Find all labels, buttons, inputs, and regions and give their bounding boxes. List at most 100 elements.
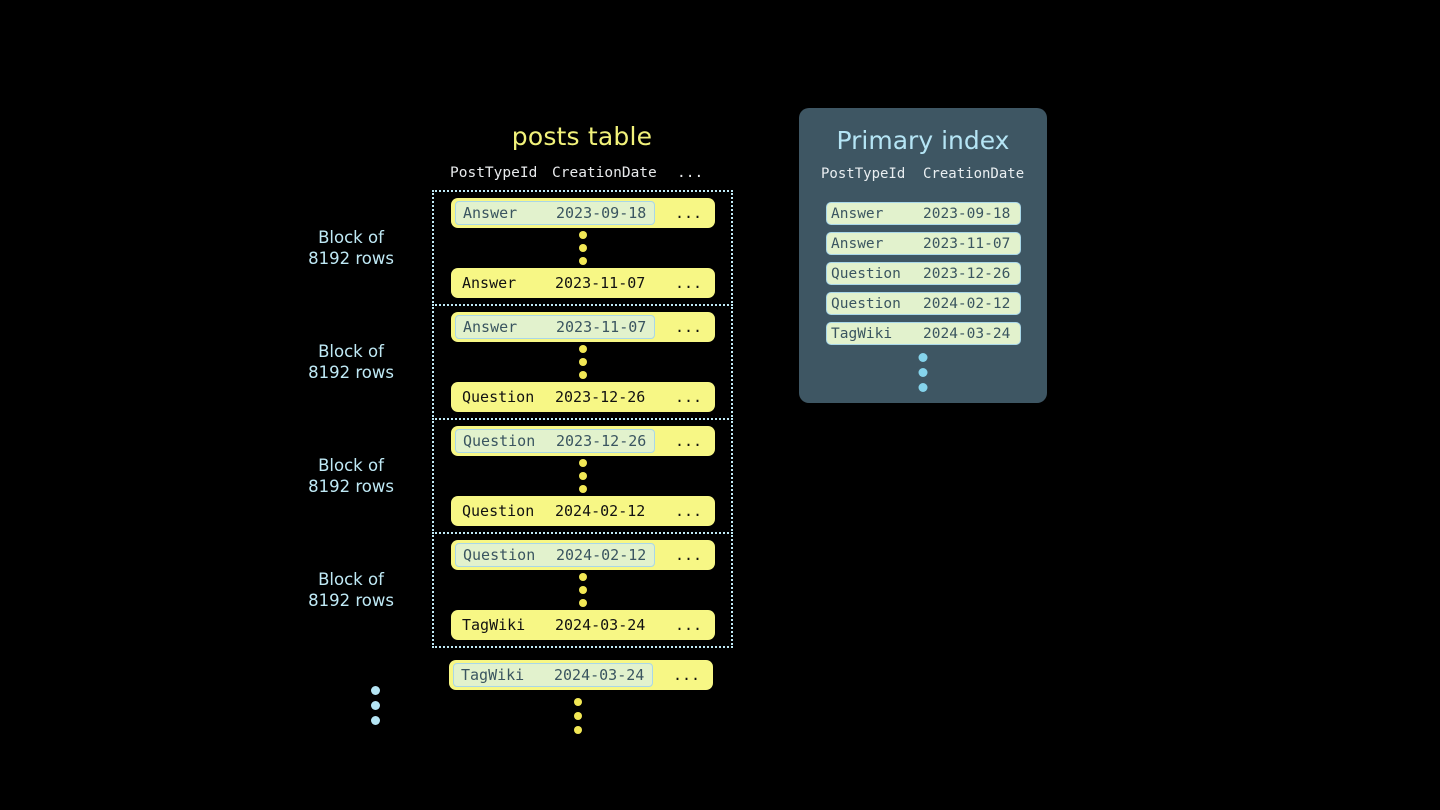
cell-ellipsis: ... [675,546,703,564]
trailing-row-wrapper: TagWiki 2024-03-24 ... [432,660,733,694]
table-row[interactable]: TagWiki 2024-03-24 ... [451,610,715,640]
dot-icon [918,368,928,377]
posts-table-section: posts table PostTypeId CreationDate ... … [308,122,733,734]
block-label-line2: 8192 rows [308,477,394,496]
dot-icon [574,726,582,734]
cell-ellipsis: ... [675,318,703,336]
dot-icon [371,701,380,710]
cell-posttypeid: Question [463,432,536,450]
vertical-ellipsis-icon [578,459,587,493]
dot-icon [371,716,380,725]
cell-creationdate: 2024-03-24 [555,616,646,634]
index-continuation-ellipsis-icon [918,353,928,392]
table-row[interactable]: Answer 2023-09-18 ... [451,198,715,228]
row-highlight-box: Question 2024-02-12 [455,499,655,523]
primary-index-rows: Answer 2023-09-18 Answer 2023-11-07 Ques… [826,202,1021,352]
table-row[interactable]: Question 2024-02-12 ... [451,540,715,570]
table-row[interactable]: Answer 2023-11-07 ... [451,312,715,342]
table-row[interactable]: Question 2023-12-26 ... [451,382,715,412]
index-row[interactable]: Question 2024-02-12 [826,292,1021,315]
dot-icon [578,472,587,480]
index-cell-creationdate: 2023-12-26 [923,265,1011,282]
index-row[interactable]: TagWiki 2024-03-24 [826,322,1021,345]
index-cell-posttypeid: Answer [831,235,884,252]
block-1: Block of 8192 rows Answer 2023-11-07 ...… [308,304,733,420]
cell-posttypeid: Answer [463,318,518,336]
cell-creationdate: 2024-02-12 [556,546,647,564]
dot-icon [371,686,380,695]
table-row[interactable]: Question 2024-02-12 ... [451,496,715,526]
cell-ellipsis: ... [675,432,703,450]
dot-icon [578,586,587,594]
index-row[interactable]: Question 2023-12-26 [826,262,1021,285]
cell-creationdate: 2023-11-07 [555,274,646,292]
vertical-ellipsis-icon [578,573,587,607]
table-row[interactable]: Answer 2023-11-07 ... [451,268,715,298]
table-row[interactable]: TagWiki 2024-03-24 ... [449,660,713,690]
table-row[interactable]: Question 2023-12-26 ... [451,426,715,456]
index-column-header-creationdate: CreationDate [923,166,1025,182]
primary-index-column-headers: PostTypeId CreationDate [799,166,1047,188]
cell-posttypeid: Answer [462,274,517,292]
cell-posttypeid: Answer [463,204,518,222]
cell-creationdate: 2023-12-26 [555,388,646,406]
cell-ellipsis: ... [675,274,703,292]
index-column-header-posttypeid: PostTypeId [821,166,906,182]
dot-icon [578,371,587,379]
block-label-0: Block of 8192 rows [276,227,426,269]
dot-icon [578,257,587,265]
block-label-1: Block of 8192 rows [276,341,426,383]
block-label-line1: Block of [318,228,384,247]
blocks-continuation-ellipsis-icon [371,686,380,725]
cell-creationdate: 2023-12-26 [556,432,647,450]
block-label-line1: Block of [318,456,384,475]
index-cell-posttypeid: Answer [831,205,884,222]
cell-posttypeid: TagWiki [461,666,525,684]
primary-index-title: Primary index [836,126,1010,155]
row-highlight-box: Answer 2023-11-07 [455,315,655,339]
index-cell-creationdate: 2024-02-12 [923,295,1011,312]
block-2: Block of 8192 rows Question 2023-12-26 .… [308,418,733,534]
dot-icon [578,244,587,252]
row-highlight-box: TagWiki 2024-03-24 [455,613,655,637]
dot-icon [578,358,587,366]
dot-icon [918,383,928,392]
cell-posttypeid: Question [463,546,536,564]
cell-posttypeid: Question [462,502,535,520]
index-cell-posttypeid: Question [831,295,901,312]
cell-ellipsis: ... [675,204,703,222]
block-label-line1: Block of [318,570,384,589]
block-label-line1: Block of [318,342,384,361]
index-cell-posttypeid: Question [831,265,901,282]
blocks-area: Block of 8192 rows Answer 2023-09-18 ...… [308,190,733,648]
dot-icon [918,353,928,362]
cell-posttypeid: TagWiki [462,616,526,634]
column-header-ellipsis: ... [677,165,704,181]
dot-icon [578,573,587,581]
row-highlight-box: Question 2024-02-12 [455,543,655,567]
table-continuation-ellipsis-icon [574,698,582,734]
dot-icon [578,345,587,353]
dot-icon [578,459,587,467]
block-label-3: Block of 8192 rows [276,569,426,611]
block-label-line2: 8192 rows [308,249,394,268]
block-3: Block of 8192 rows Question 2024-02-12 .… [308,532,733,648]
row-highlight-box: Question 2023-12-26 [455,429,655,453]
vertical-ellipsis-icon [578,231,587,265]
block-label-2: Block of 8192 rows [276,455,426,497]
index-row[interactable]: Answer 2023-11-07 [826,232,1021,255]
index-row[interactable]: Answer 2023-09-18 [826,202,1021,225]
column-header-creationdate: CreationDate [552,165,657,181]
index-cell-creationdate: 2023-09-18 [923,205,1011,222]
index-cell-creationdate: 2024-03-24 [923,325,1011,342]
index-cell-creationdate: 2023-11-07 [923,235,1011,252]
dot-icon [574,698,582,706]
cell-ellipsis: ... [675,616,703,634]
row-highlight-box: Answer 2023-09-18 [455,201,655,225]
dot-icon [578,599,587,607]
cell-ellipsis: ... [675,502,703,520]
cell-creationdate: 2023-09-18 [556,204,647,222]
row-highlight-box: Question 2023-12-26 [455,385,655,409]
index-cell-posttypeid: TagWiki [831,325,893,342]
cell-ellipsis: ... [675,388,703,406]
